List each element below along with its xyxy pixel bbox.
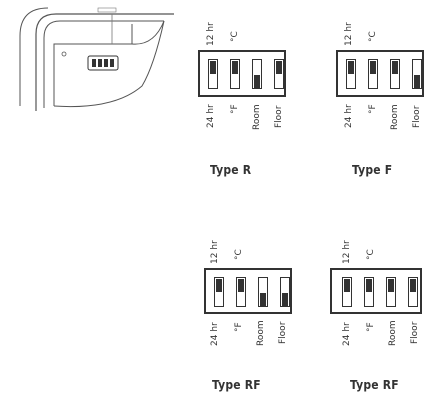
switch-3 [390,59,400,89]
dip-panel-type-r: 12 hr °C 24 hr °F Room Floor Type R [196,8,314,188]
switch-2-knob [238,279,244,292]
switch-3-knob [388,279,394,292]
panel-caption: Type F [352,163,393,177]
dip-panel-type-rf-2: 12 hr °C 24 hr °F Room Floor Type RF [330,226,426,396]
switch-4-knob [414,75,420,88]
label-floor: Floor [412,105,422,128]
dip-panel-type-f: 12 hr °C 24 hr °F Room Floor Type F [332,8,426,188]
label-12hr: 12 hr [344,22,354,46]
label-24hr: 24 hr [210,322,220,346]
switch-4 [412,59,422,89]
label-floor: Floor [410,321,420,344]
switch-4-knob [410,279,416,292]
switch-4 [408,277,418,307]
label-room: Room [256,320,266,346]
switch-1 [346,59,356,89]
switch-3-knob [260,293,266,306]
label-fahrenheit: °F [366,322,376,332]
label-celsius: °C [234,249,244,260]
switch-1 [208,59,218,89]
switch-1 [342,277,352,307]
switch-1 [214,277,224,307]
label-fahrenheit: °F [234,322,244,332]
switch-4-knob [282,293,288,306]
switch-3 [252,59,262,89]
switch-2-knob [366,279,372,292]
label-floor: Floor [278,321,288,344]
label-celsius: °C [366,249,376,260]
switch-2 [236,277,246,307]
switch-1-knob [216,279,222,292]
label-12hr: 12 hr [210,240,220,264]
label-12hr: 12 hr [206,22,216,46]
label-24hr: 24 hr [344,104,354,128]
switch-2 [368,59,378,89]
dip-switch-housing [336,50,424,97]
thermostat-device-illustration [19,7,174,111]
dip-switch-housing [330,268,422,314]
switch-3-knob [254,75,260,88]
dip-switch-housing [204,268,292,314]
label-room: Room [390,104,400,130]
switch-2 [230,59,240,89]
switch-4 [280,277,290,307]
label-room: Room [252,104,262,130]
switch-2-knob [370,61,376,74]
panel-caption: Type RF [212,378,261,392]
switch-4-knob [276,61,282,74]
dip-switch-housing [198,50,286,97]
label-celsius: °C [230,31,240,42]
switch-1-knob [344,279,350,292]
label-12hr: 12 hr [342,240,352,264]
label-fahrenheit: °F [368,104,378,114]
label-24hr: 24 hr [206,104,216,128]
switch-2 [364,277,374,307]
switch-1-knob [348,61,354,74]
label-floor: Floor [274,105,284,128]
panel-caption: Type RF [350,378,399,392]
switch-3 [258,277,268,307]
panel-caption: Type R [210,163,252,177]
label-room: Room [388,320,398,346]
switch-3-knob [392,61,398,74]
label-celsius: °C [368,31,378,42]
switch-4 [274,59,284,89]
dip-panel-type-rf-1: 12 hr °C 24 hr °F Room Floor Type RF [202,226,312,396]
switch-2-knob [232,61,238,74]
switch-1-knob [210,61,216,74]
label-24hr: 24 hr [342,322,352,346]
switch-3 [386,277,396,307]
label-fahrenheit: °F [230,104,240,114]
